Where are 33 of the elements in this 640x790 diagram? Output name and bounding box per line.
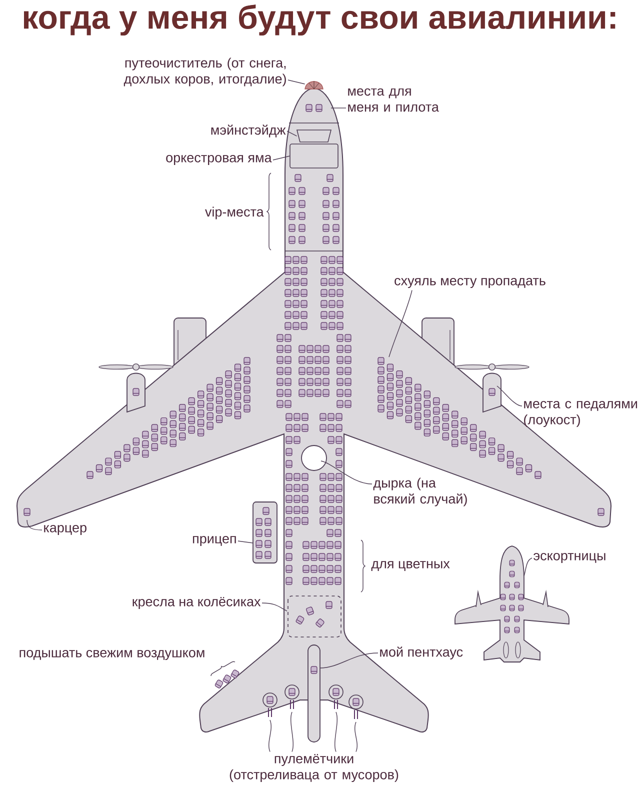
- callout-text: дырка (на всякий случай): [373, 478, 467, 506]
- bracket-label: подышать свежим воздушком: [20, 650, 204, 660]
- leader-line: [238, 540, 254, 544]
- callout-text: кресла на колёсиках: [132, 596, 261, 610]
- leader-line: [286, 130, 298, 136]
- callout-text: оркестровая яма: [166, 154, 272, 166]
- bracket-label: vip-места: [205, 206, 264, 220]
- leader-line: [272, 156, 290, 160]
- callout-text: мэйнстэйдж: [211, 124, 286, 138]
- leader-line: [262, 602, 288, 612]
- leader-line: [290, 712, 294, 752]
- callout-text: эскортницы: [534, 552, 606, 564]
- callout-text: прицеп: [192, 536, 236, 546]
- leader-line: [320, 652, 378, 668]
- bracket-label: для цветных: [371, 561, 450, 571]
- leader-line: [388, 290, 412, 358]
- callout-text: пулемётчики (отстреливаца от мусоров): [230, 754, 398, 782]
- callout-text: мой пентхаус: [380, 646, 463, 660]
- callout-text: путеочиститель (от снега, дохлых коров, итогдалие): [124, 58, 286, 86]
- leader-line: [496, 386, 522, 406]
- callout-text: места с педалями (лоукост): [524, 400, 637, 428]
- leader-line: [524, 558, 532, 576]
- callout-text: схуяль месту пропадать: [394, 278, 546, 288]
- leader-line: [354, 722, 358, 752]
- leader-line: [26, 520, 42, 530]
- leader-line: [334, 712, 338, 752]
- callout-text: места для меня и пилота: [348, 88, 439, 112]
- leader-line: [288, 80, 306, 84]
- cowcatcher-drawing: [304, 80, 324, 90]
- leader-line: [320, 460, 372, 484]
- title: когда у меня будут свои авиалинии:: [24, 4, 616, 36]
- leader-line: [268, 720, 272, 752]
- callout-text: карцер: [44, 524, 86, 536]
